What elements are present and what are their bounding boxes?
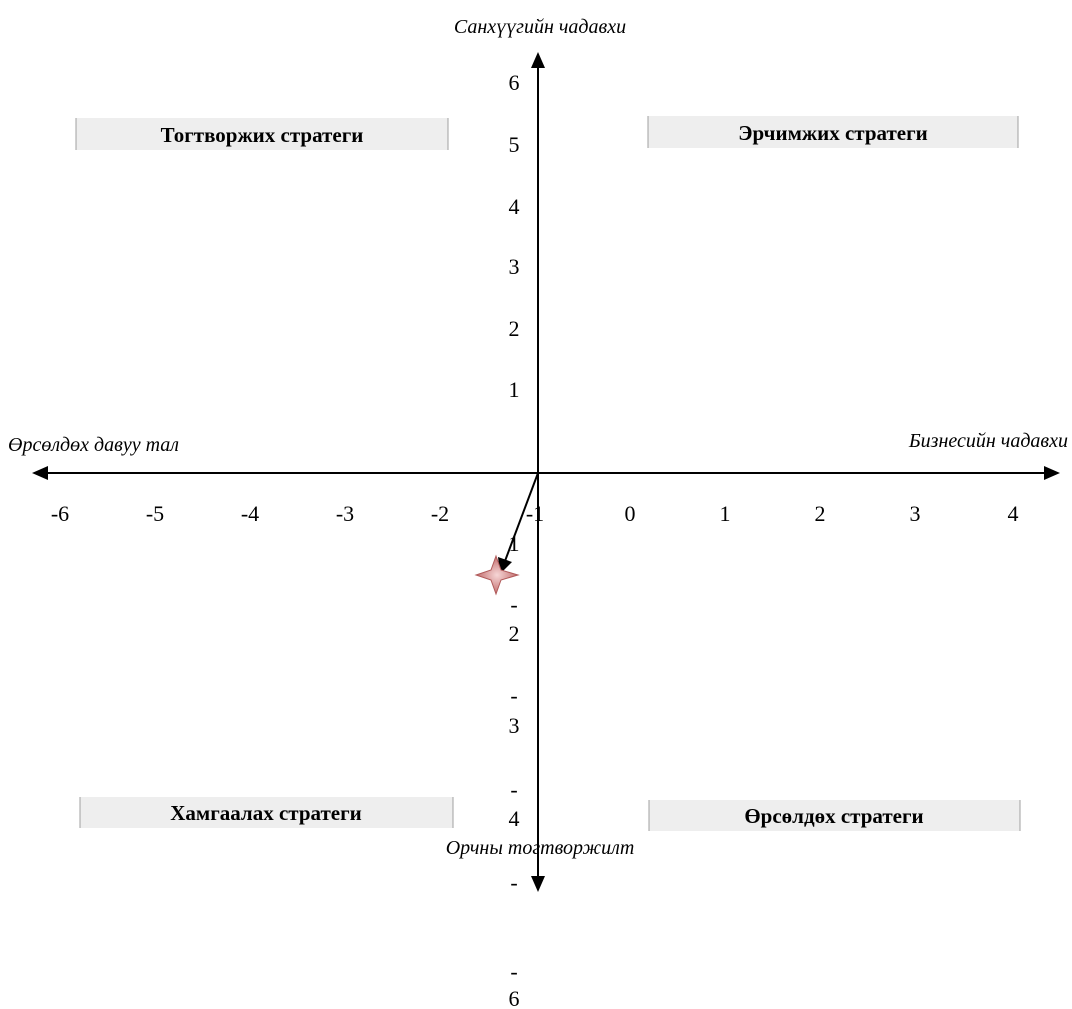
y-tick-label: 4 — [509, 806, 520, 831]
arrow-up-icon — [531, 52, 545, 68]
y-tick-label: 3 — [509, 254, 520, 279]
x-tick-label: -6 — [51, 501, 69, 526]
quadrant-bottom-right: Өрсөлдөх стратеги — [648, 800, 1021, 831]
arrow-right-icon — [1044, 466, 1060, 480]
axis-title-bottom: Орчны тогтворжилт — [446, 837, 635, 859]
y-tick-labels-positive: 6 5 4 3 2 1 — [509, 70, 520, 402]
quadrant-label-stabilize: Тогтворжих стратеги — [161, 123, 364, 147]
arrow-left-icon — [32, 466, 48, 480]
y-tick-label: 6 — [509, 70, 520, 95]
x-tick-label: -4 — [241, 501, 259, 526]
x-tick-label: -5 — [146, 501, 164, 526]
quadrant-top-right: Эрчимжих стратеги — [647, 116, 1019, 148]
y-tick-dash: - — [510, 683, 517, 708]
x-tick-label: 3 — [910, 501, 921, 526]
arrow-down-icon — [531, 876, 545, 892]
y-tick-dash: - — [510, 959, 517, 984]
quadrant-label-intensify: Эрчимжих стратеги — [738, 121, 928, 145]
y-tick-label: 4 — [509, 194, 520, 219]
axis-title-top: Санхүүгийн чадавхи — [454, 16, 626, 38]
x-tick-label: 4 — [1008, 501, 1019, 526]
x-tick-label: -3 — [336, 501, 354, 526]
quadrant-top-left: Тогтворжих стратеги — [75, 118, 449, 150]
quadrant-label-defend: Хамгаалах стратеги — [170, 801, 362, 825]
y-tick-label: 5 — [509, 132, 520, 157]
horizontal-axis — [32, 466, 1060, 480]
x-tick-label: 2 — [815, 501, 826, 526]
y-tick-label: 1 — [509, 531, 520, 556]
axis-title-left: Өрсөлдөх давуу тал — [8, 434, 179, 456]
y-tick-label: 6 — [509, 986, 520, 1009]
four-point-star-icon — [474, 554, 520, 596]
x-tick-labels: -6 -5 -4 -3 -2 -1 0 1 2 3 4 — [51, 501, 1019, 526]
x-tick-label: 0 — [625, 501, 636, 526]
y-tick-labels-negative: 1 - 2 - 3 - 4 - - 6 — [509, 531, 520, 1009]
x-tick-label: -1 — [526, 501, 544, 526]
y-tick-label: 2 — [509, 316, 520, 341]
x-tick-label: -2 — [431, 501, 449, 526]
axis-title-right: Бизнесийн чадавхи — [908, 430, 1068, 452]
y-tick-dash: - — [510, 592, 517, 617]
y-tick-dash: - — [510, 870, 517, 895]
quadrant-bottom-left: Хамгаалах стратеги — [79, 797, 454, 828]
y-tick-label: 1 — [509, 377, 520, 402]
y-tick-label: 3 — [509, 713, 520, 738]
quadrant-label-compete: Өрсөлдөх стратеги — [744, 804, 923, 828]
y-tick-label: 2 — [509, 621, 520, 646]
y-tick-dash: - — [510, 777, 517, 802]
x-tick-label: 1 — [720, 501, 731, 526]
